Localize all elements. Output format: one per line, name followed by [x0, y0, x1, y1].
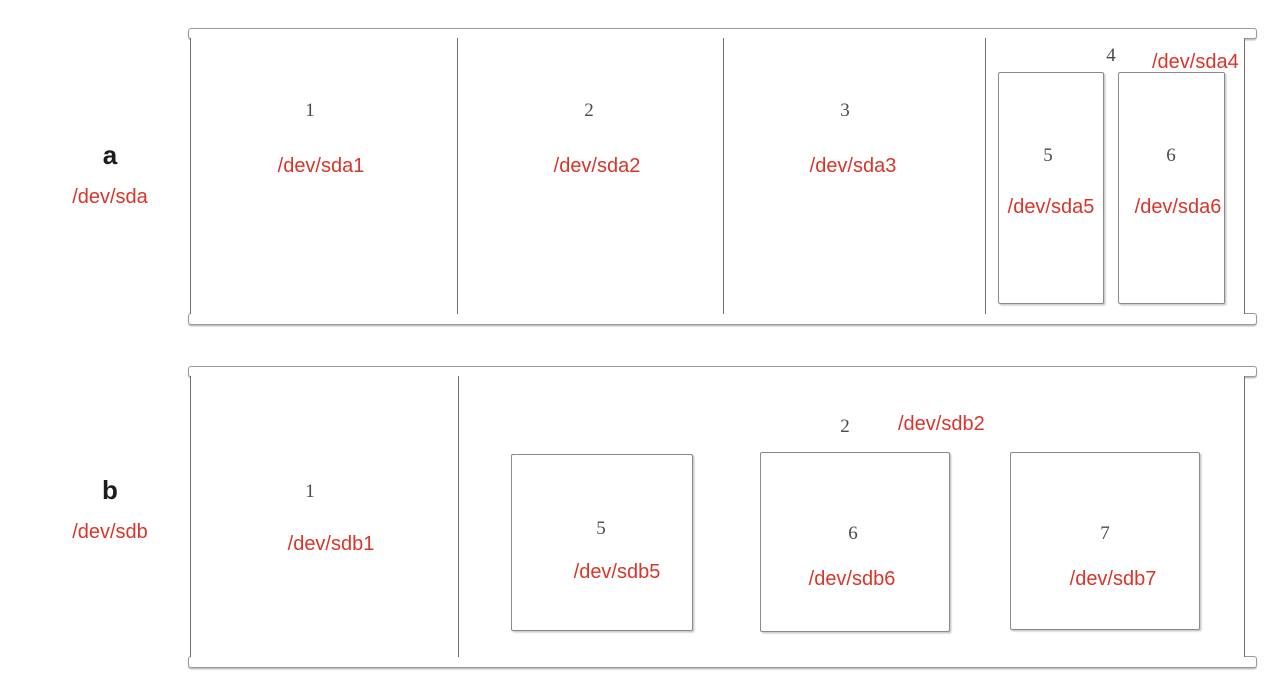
disk-b-partition-2-number: 2 [840, 416, 850, 437]
disk-a-caption: a /dev/sda [40, 140, 180, 209]
disk-b-partition-1[interactable] [190, 376, 458, 657]
disk-a-device-label: /dev/sda [72, 186, 148, 209]
disk-b-partition-6-logical[interactable] [760, 452, 950, 632]
disk-b-letter: b [102, 475, 118, 505]
disk-a-letter: a [102, 140, 118, 170]
disk-a-partition-3-number: 3 [840, 100, 850, 121]
disk-a-partition-3[interactable] [723, 38, 985, 314]
disk-a-partition-6-number: 6 [1166, 145, 1176, 166]
disk-a-partition-5-number: 5 [1043, 145, 1053, 166]
disk-a-partition-6-device: /dev/sda6 [1134, 196, 1222, 218]
disk-a-bottom-rail [188, 313, 1257, 325]
disk-a-partition-2[interactable] [457, 38, 723, 314]
disk-b-partition-1-number: 1 [305, 481, 315, 502]
disk-a-partition-5-device: /dev/sda5 [1007, 196, 1095, 218]
disk-b-partition-7-number: 7 [1100, 523, 1110, 544]
disk-a-partition-1[interactable] [190, 38, 457, 314]
disk-a-partition-4-number: 4 [1106, 45, 1116, 66]
disk-a-partition-1-number: 1 [305, 100, 315, 121]
disk-b-partition-6-number: 6 [848, 523, 858, 544]
disk-a-partition-4-device: /dev/sda4 [1152, 51, 1239, 73]
disk-b-partition-2-device: /dev/sdb2 [898, 413, 985, 435]
disk-b-partition-5-number: 5 [596, 518, 606, 539]
disk-b-partition-7-logical[interactable] [1010, 452, 1200, 630]
disk-b-caption: b /dev/sdb [40, 475, 180, 544]
disk-b-partition-5-logical[interactable] [511, 454, 693, 631]
disk-a-partition-1-device: /dev/sda1 [277, 155, 365, 177]
disk-a-partition-3-device: /dev/sda3 [809, 155, 897, 177]
disk-a-partition-2-number: 2 [584, 100, 594, 121]
disk-a-partition-6-logical[interactable] [1118, 72, 1225, 304]
disk-b-device-label: /dev/sdb [72, 521, 148, 544]
disk-a-partition-5-logical[interactable] [998, 72, 1104, 304]
disk-b-bottom-rail [188, 656, 1257, 668]
disk-a-partition-2-device: /dev/sda2 [553, 155, 641, 177]
disk-b-partition-1-device: /dev/sdb1 [287, 533, 375, 555]
disk-b-partition-6-device: /dev/sdb6 [808, 568, 896, 590]
disk-b-partition-7-device: /dev/sdb7 [1069, 568, 1157, 590]
disk-b-partition-5-device: /dev/sdb5 [573, 561, 661, 583]
